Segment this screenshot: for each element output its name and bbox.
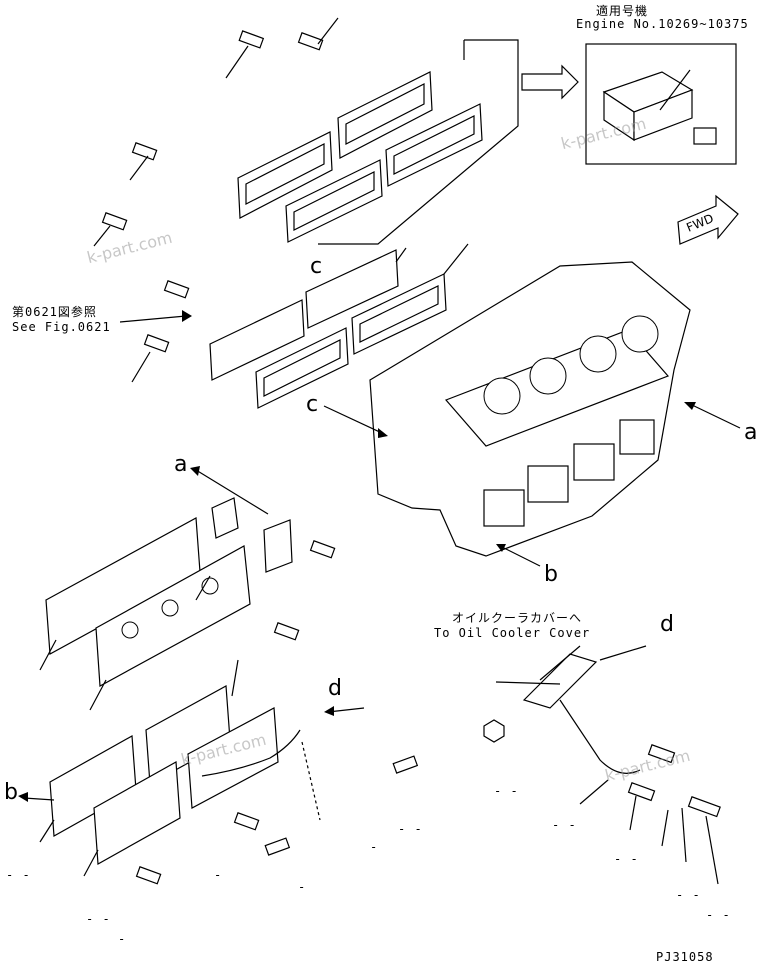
arrow-a-left [190, 466, 269, 515]
dash-label: - - [6, 868, 31, 882]
bolt-icon [627, 782, 656, 802]
bolt-icon [163, 280, 190, 299]
inset-arrow [521, 64, 579, 100]
nut-icon [483, 719, 505, 743]
engine-range: Engine No.10269~10375 [576, 17, 749, 31]
cover-plate [209, 299, 305, 381]
arrow-b-right [496, 544, 541, 567]
letter-c-top: c [310, 254, 323, 279]
plate-small [263, 519, 293, 573]
dash-label: - - [398, 822, 423, 836]
cover-plate [385, 103, 483, 187]
oil-cooler-en: To Oil Cooler Cover [434, 626, 591, 640]
cover-plate [93, 761, 181, 865]
arrow-see-fig [119, 310, 192, 323]
fwd-arrow-icon [677, 194, 739, 245]
bolt-icon [309, 540, 336, 559]
bolt-icon [392, 755, 419, 774]
dash-label: - [298, 880, 307, 894]
callout-frame-c [318, 39, 519, 245]
cover-plate [237, 131, 333, 219]
bolt-icon [647, 744, 676, 764]
arrow-b-left [18, 792, 55, 802]
dash-label: - - [86, 912, 111, 926]
bracket [522, 653, 641, 774]
engine-block [369, 261, 691, 557]
cover-plate [337, 71, 433, 159]
bolt-icon [687, 796, 721, 818]
applicable-title: 適用号機 [596, 4, 649, 18]
bolt-icon [233, 812, 260, 831]
arrow-d [324, 706, 365, 716]
bolt-icon [143, 334, 170, 353]
cover-plate [305, 249, 399, 329]
dash-label: - [214, 868, 223, 882]
oil-cooler-jp: オイルクーラカバーへ [452, 611, 583, 625]
dash-label: - [118, 932, 127, 946]
cover-plate [351, 273, 447, 355]
bolt-icon [101, 212, 128, 231]
see-fig-jp: 第0621図参照 [12, 305, 97, 319]
bolt-icon [273, 622, 300, 641]
inset-part-icon [602, 69, 717, 145]
dash-label: - - [676, 888, 701, 902]
bolt-icon [131, 142, 158, 161]
bolt-icon [238, 30, 265, 49]
letter-a-left: a [174, 452, 188, 477]
bolt-icon [135, 866, 162, 885]
oil-pipe [201, 729, 301, 777]
letter-b-right: b [544, 562, 558, 587]
cover-plate [285, 159, 383, 243]
chain [301, 741, 321, 821]
bolt-icon [264, 837, 291, 856]
letter-a-right: a [744, 420, 758, 445]
dash-label: - - [706, 908, 731, 922]
letter-c-block: c [306, 392, 319, 417]
letter-d-right: d [660, 612, 674, 637]
drawing-code: PJ31058 [656, 950, 714, 964]
arrow-a-right [684, 402, 741, 429]
leader-lines [39, 17, 719, 885]
arrow-c [323, 405, 388, 438]
dash-label: - - [552, 818, 577, 832]
dash-label: - [370, 840, 379, 854]
see-fig-en: See Fig.0621 [12, 320, 111, 334]
cover-plate [255, 327, 349, 409]
bolt-icon [297, 32, 324, 51]
gasket-small [211, 497, 239, 539]
dash-label: - - [614, 852, 639, 866]
dash-label: - - [494, 784, 519, 798]
letter-d-left: d [328, 676, 342, 701]
letter-b-left: b [4, 780, 18, 805]
cover-plate [187, 707, 279, 809]
